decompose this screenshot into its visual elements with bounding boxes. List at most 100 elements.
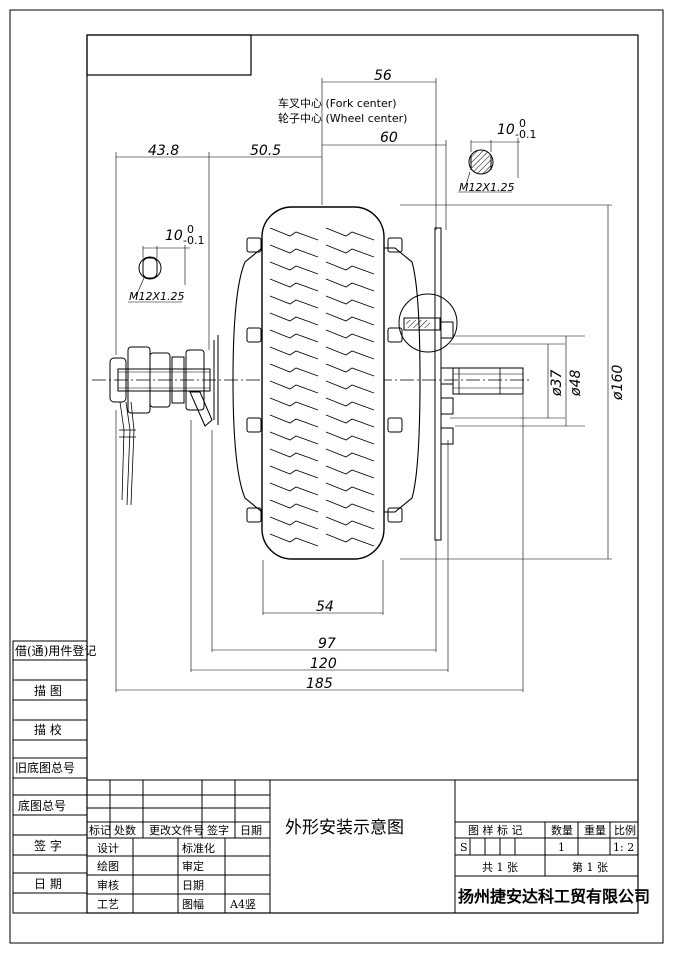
left-axle	[109, 346, 213, 506]
brake-disc	[434, 227, 442, 541]
sheets-total: 共 1 张	[482, 861, 518, 874]
dimension-lines	[115, 78, 612, 692]
sign-date: 日期	[182, 879, 204, 892]
tread-lug	[325, 295, 375, 309]
tread-lug	[325, 261, 375, 275]
scale-header: 比例	[614, 823, 636, 837]
tread-lug	[269, 414, 319, 428]
tread-lug	[325, 516, 375, 530]
tread-lug	[269, 261, 319, 275]
hub-bolts	[246, 237, 403, 523]
side-base-no: 底图总号	[18, 798, 66, 813]
tire	[261, 206, 385, 560]
dim-dia37: ø37	[549, 370, 565, 397]
sign-review: 审核	[97, 878, 119, 892]
sheet-number: 第 1 张	[572, 860, 608, 874]
tread-lug	[325, 278, 375, 292]
left-flat-thread: M12X1.25	[129, 290, 185, 303]
tread-lug	[269, 448, 319, 462]
dim-43-8: 43.8	[148, 143, 179, 159]
tread-lug	[269, 244, 319, 258]
side-used-parts: 借(通)用件登记	[15, 643, 96, 658]
qty-value: 1	[558, 841, 565, 854]
tread-lug	[269, 295, 319, 309]
sign-format-value: A4竖	[229, 898, 256, 911]
dim-dia48: ø48	[568, 370, 584, 397]
dim-120: 120	[310, 656, 337, 672]
detail-circle	[398, 293, 458, 353]
tread-lug	[325, 499, 375, 513]
dim-50-5: 50.5	[250, 143, 281, 159]
tread-lug	[325, 227, 375, 241]
right-flat-thread: M12X1.25	[459, 181, 515, 194]
tread-lug	[325, 397, 375, 411]
tread-lug	[269, 312, 319, 326]
side-date: 日 期	[34, 877, 62, 891]
outer-frame	[9, 9, 664, 944]
tread-lug	[325, 346, 375, 360]
side-tracing: 描 图	[34, 684, 62, 698]
left-flat-tol-lower: -0.1	[183, 234, 204, 247]
tread-lug	[269, 431, 319, 445]
qty-header: 数量	[551, 824, 573, 837]
tread-lug	[325, 329, 375, 343]
dim-dia160: ø160	[610, 365, 626, 401]
tread-lug	[325, 482, 375, 496]
tread-lug	[325, 431, 375, 445]
sign-format: 图幅	[182, 898, 204, 911]
marks-header: 图 样 标 记	[468, 823, 523, 837]
tire-tread	[269, 227, 375, 547]
title-block	[86, 779, 639, 914]
side-signature: 签 字	[34, 838, 62, 853]
flat-detail-right	[458, 138, 520, 193]
right-flat-tol-upper: 0	[519, 117, 526, 130]
dim-97: 97	[318, 636, 336, 652]
tread-lug	[269, 397, 319, 411]
note-wheel-center: 轮子中心 (Wheel center)	[278, 111, 407, 125]
tread-lug	[325, 414, 375, 428]
tread-lug	[269, 499, 319, 513]
tread-lug	[269, 278, 319, 292]
drawing-title: 外形安装示意图	[285, 818, 404, 838]
dim-185: 185	[306, 676, 333, 692]
tread-lug	[325, 363, 375, 377]
tread-lug	[269, 380, 319, 394]
dim-60: 60	[380, 130, 398, 146]
rev-header-mark: 标记	[89, 823, 111, 837]
motor-drawing	[92, 78, 612, 692]
sign-drawing: 绘图	[97, 859, 119, 873]
tread-lug	[325, 312, 375, 326]
tread-lug	[325, 448, 375, 462]
tread-lug	[269, 329, 319, 343]
flat-detail-left	[128, 245, 190, 303]
note-fork-center: 车叉中心 (Fork center)	[278, 96, 397, 110]
sign-approve: 审定	[182, 859, 204, 873]
hub-housing	[232, 247, 421, 513]
right-flat-tol-lower: -0.1	[515, 128, 536, 141]
sign-design: 设计	[97, 842, 119, 855]
mark-value: S	[460, 841, 468, 854]
side-old-base-no: 旧底图总号	[15, 760, 75, 775]
right-flat-width: 10	[497, 122, 515, 138]
weight-header: 重量	[584, 823, 606, 837]
sign-standard: 标准化	[182, 841, 215, 855]
tread-lug	[269, 227, 319, 241]
right-shaft	[452, 367, 524, 395]
sign-process: 工艺	[97, 898, 119, 911]
rev-header-doc: 更改文件号	[149, 823, 204, 837]
side-strip	[12, 640, 88, 914]
left-flat-width: 10	[165, 228, 183, 244]
top-left-label-box	[86, 34, 252, 76]
tread-lug	[325, 465, 375, 479]
tread-lug	[269, 533, 319, 547]
tread-lug	[325, 244, 375, 258]
rev-header-count: 处数	[114, 824, 136, 837]
company-name: 扬州捷安达科工贸有限公司	[458, 887, 650, 906]
side-trace-check: 描 校	[34, 722, 62, 737]
tread-lug	[269, 482, 319, 496]
dim-56: 56	[374, 68, 392, 84]
rev-header-sign: 签字	[207, 823, 229, 837]
left-flat-tol-upper: 0	[187, 223, 194, 236]
tread-lug	[269, 516, 319, 530]
